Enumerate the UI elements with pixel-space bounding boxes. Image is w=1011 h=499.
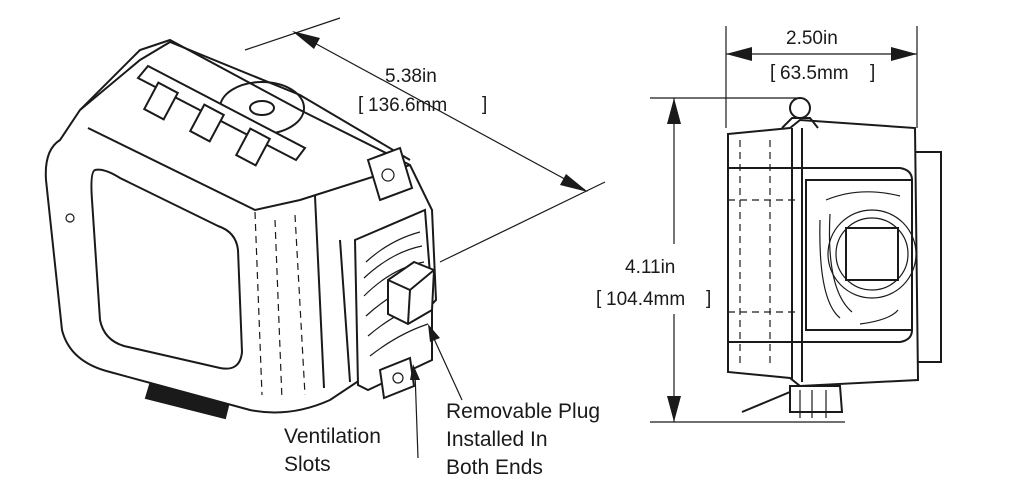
length-arrow-start xyxy=(292,31,320,49)
width-inches-label: 2.50in xyxy=(786,28,838,49)
height-inches-label: 4.11in xyxy=(625,257,675,278)
height-mm-label: 104.4mm xyxy=(606,289,685,310)
length-mm-label: 136.6mm xyxy=(368,95,447,116)
height-bracket-left: [ xyxy=(596,288,602,309)
width-bracket-left: [ xyxy=(770,62,776,83)
height-arrow-end xyxy=(667,396,681,422)
width-arrow-end xyxy=(891,47,917,61)
length-inches-label: 5.38in xyxy=(385,66,437,87)
width-arrow-start xyxy=(726,47,752,61)
width-dimension: 2.50in [ 63.5mm ] xyxy=(725,26,918,128)
length-arrow-end xyxy=(560,174,588,192)
removable-plug-line-3: Both Ends xyxy=(446,456,543,479)
isometric-enclosure-view xyxy=(44,38,438,420)
length-dimension: 5.38in [ 136.6mm ] xyxy=(244,17,606,263)
side-enclosure-view xyxy=(727,97,942,418)
height-arrow-start xyxy=(667,98,681,124)
height-dimension: 4.11in [ 104.4mm ] xyxy=(590,97,845,423)
removable-plug-line-2: Installed In xyxy=(446,428,548,451)
length-bracket-right: ] xyxy=(482,94,487,115)
removable-plug-callout: Removable Plug Installed In Both Ends xyxy=(428,324,600,479)
width-bracket-right: ] xyxy=(870,62,875,83)
ventilation-line-1: Ventilation xyxy=(284,425,381,448)
ventilation-line-2: Slots xyxy=(284,453,331,476)
length-bracket-left: [ xyxy=(358,94,364,115)
removable-plug-line-1: Removable Plug xyxy=(446,400,600,423)
width-mm-label: 63.5mm xyxy=(780,63,849,84)
ventilation-callout: Ventilation Slots xyxy=(284,364,420,476)
height-bracket-right: ] xyxy=(706,288,711,309)
